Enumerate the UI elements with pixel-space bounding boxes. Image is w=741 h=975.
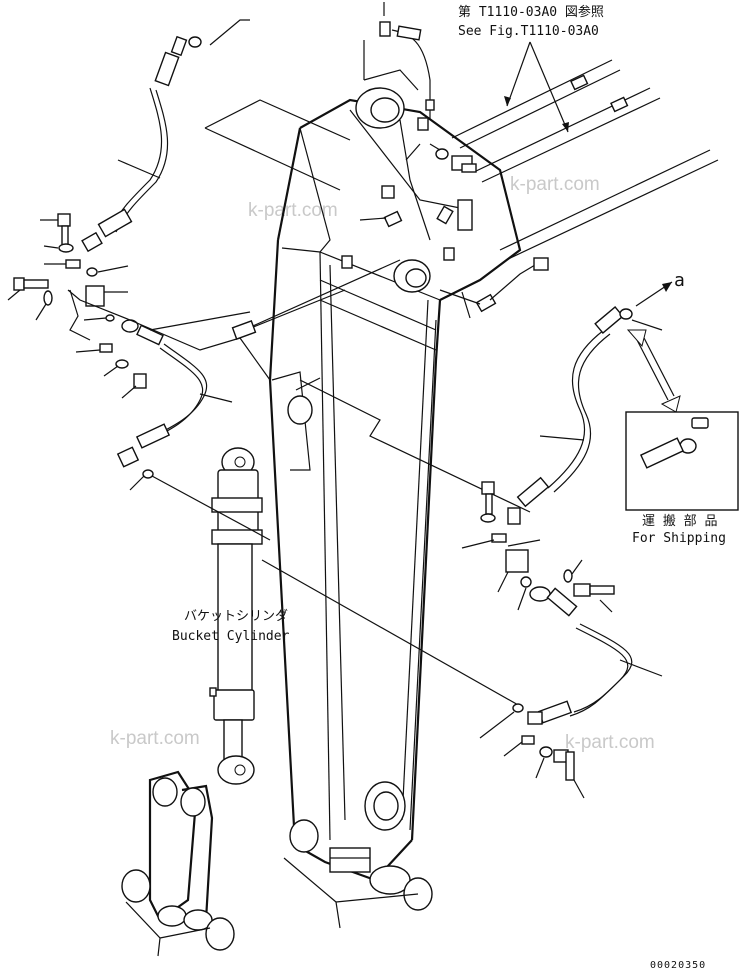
center-leaders — [67, 259, 531, 707]
bucket-cylinder — [209, 447, 263, 785]
top-center-fittings — [341, 2, 549, 319]
hose-right-lower — [479, 586, 663, 799]
shipping-english: For Shipping — [632, 531, 726, 546]
reference-leader-lines — [504, 41, 569, 133]
arm-pipes-upper-right — [451, 59, 719, 261]
watermark-bottom-left: k-part.com — [110, 728, 200, 749]
reference-english: See Fig.T1110-03A0 — [458, 24, 599, 39]
drawing-number: 00020350 — [650, 960, 706, 971]
tip-bushings — [283, 819, 433, 929]
shipping-double-arrow — [626, 329, 681, 413]
watermark-top-right: k-part.com — [510, 174, 600, 195]
arm-body — [268, 87, 522, 895]
bucket-link — [121, 770, 235, 957]
leaders-top-left — [117, 19, 351, 191]
reference-japanese: 第 T1110-03A0 図参照 — [458, 4, 604, 20]
bucket-cylinder-english: Bucket Cylinder — [172, 629, 290, 644]
hose-right — [507, 281, 673, 525]
bucket-cylinder-japanese: バケットシリンダ — [184, 609, 288, 624]
shipping-box — [625, 411, 739, 511]
shipping-japanese: 運 搬 部 品 — [642, 514, 717, 529]
view-marker: a — [674, 270, 685, 291]
watermark-top-left: k-part.com — [248, 200, 338, 221]
hose-top-left — [81, 35, 202, 253]
left-small-parts — [7, 213, 251, 399]
right-mid-parts — [461, 481, 615, 613]
hose-mid-left — [116, 343, 271, 541]
watermark-bottom-right: k-part.com — [565, 732, 655, 753]
